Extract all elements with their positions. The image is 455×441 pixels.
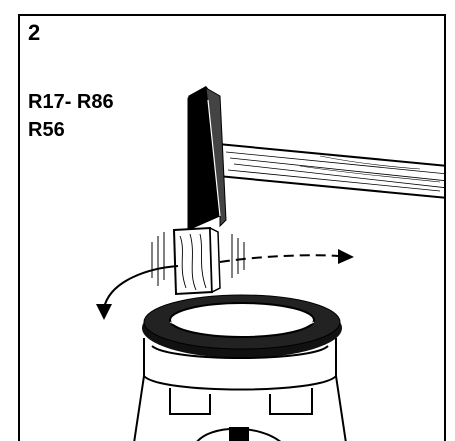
step-number: 2: [28, 20, 41, 45]
model-line-2: R56: [28, 119, 65, 141]
wood-block: [172, 226, 221, 296]
vibration-lines: [151, 232, 245, 286]
rotation-arrow: [96, 249, 354, 320]
model-line-1: R17- R86: [28, 91, 114, 113]
instruction-panel: 2 R17- R86 R56: [18, 14, 446, 441]
container-body: [133, 338, 347, 441]
model-list: R17- R86 R56: [28, 88, 114, 144]
illustration: [96, 86, 444, 441]
hammer-handle: [217, 142, 444, 199]
hammer-head: [187, 86, 227, 231]
sealing-ring: [142, 294, 342, 358]
